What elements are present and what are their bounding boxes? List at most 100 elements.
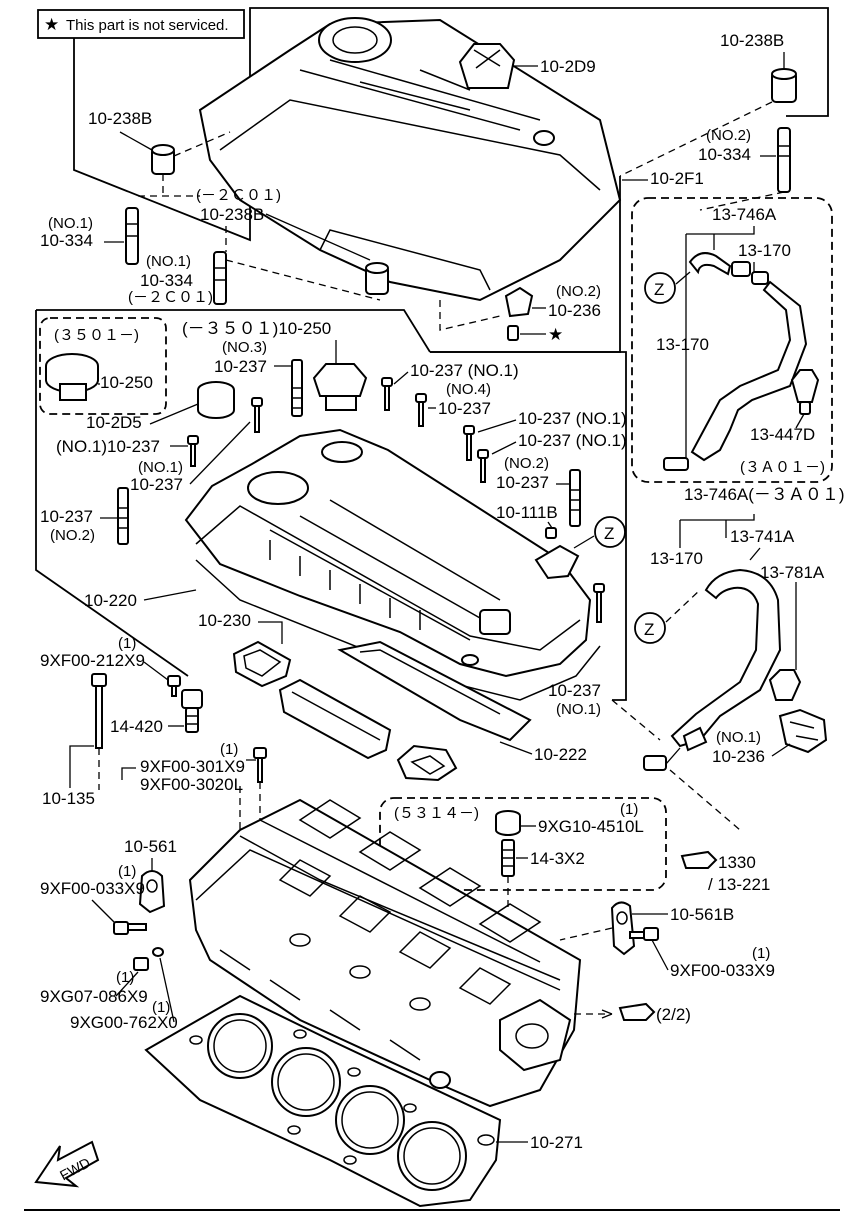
label-14-420: 14-420	[110, 717, 163, 736]
bolt-no1-a	[381, 377, 393, 411]
label-13-447D: 13-447D	[750, 425, 815, 444]
bolt-10-135	[91, 673, 107, 749]
gasket-10-230	[232, 640, 458, 782]
grommet-tr	[771, 68, 797, 103]
label-10-111B: 10-111B	[496, 503, 558, 522]
oil-cap-cover	[458, 43, 516, 89]
label-13-170-b: 13-170	[656, 335, 709, 354]
bolt-r-f	[593, 583, 605, 623]
label-14-3X2: 14-3X2	[530, 849, 585, 868]
label-10-238B-l: 10-238B	[88, 109, 152, 128]
engine-cover	[198, 17, 622, 302]
label-2c01-b: (－２Ｃ０１)	[128, 289, 213, 306]
label-10-2D5: 10-2D5	[86, 413, 142, 432]
grommet-l	[151, 144, 175, 175]
label-13-221: / 13-221	[708, 875, 770, 894]
label-10-237-f: 10-237	[548, 681, 601, 700]
note-box	[37, 9, 245, 39]
stud-m	[213, 251, 227, 305]
label-no2-a: (NO.2)	[706, 127, 751, 144]
label-10-237-b: 10-237	[438, 399, 491, 418]
ref-hand-1330[interactable]: 1330	[680, 850, 756, 872]
label-9XF00-301X9: 9XF00-301X9	[140, 757, 245, 776]
label-1-e: (1)	[752, 945, 770, 962]
label-10-238B-m: 10-238B	[200, 205, 264, 224]
label-10-237-e: 10-237	[40, 507, 93, 526]
label-10-250-box: 10-250	[100, 373, 153, 392]
label-star-2: ★	[548, 325, 563, 344]
label-no1-e: (NO.1)	[716, 729, 761, 746]
label-no1-c: (NO.1)	[138, 459, 183, 476]
label-no1-10-237: (NO.1)10-237	[56, 437, 160, 456]
label-1-d: (1)	[118, 863, 136, 880]
label-10-237-no1-b: 10-237 (NO.1)	[518, 409, 627, 428]
clip-13-781A	[768, 669, 802, 701]
label-no1-a: (NO.1)	[48, 215, 93, 232]
bracket-10-236	[778, 708, 828, 754]
label-m3501-10-250: (－３５０１)10-250	[182, 319, 331, 338]
hose-fitting-3a01	[663, 457, 689, 471]
label-10-237-no1-c: 10-237 (NO.1)	[518, 431, 627, 450]
bolt-l-a	[251, 397, 263, 433]
ref-z-1	[594, 516, 626, 548]
label-3a01-box: (３Ａ０１－)	[740, 459, 825, 476]
label-9XF00-212X9: 9XF00-212X9	[40, 651, 145, 670]
label-10-230: 10-230	[198, 611, 251, 630]
label-10-236-top: 10-236	[548, 301, 601, 320]
label-10-561B: 10-561B	[670, 905, 734, 924]
bolt-9XF00-212X9	[167, 675, 181, 697]
label-10-238B-tr: 10-238B	[720, 31, 784, 50]
label-1-a: (1)	[118, 635, 136, 652]
label-10-271: 10-271	[530, 1133, 583, 1152]
washer-9XG00-762X0	[152, 947, 164, 957]
label-no2-c: (NO.2)	[504, 455, 549, 472]
ref-z-2	[644, 272, 676, 304]
plug-9XG07-086X9	[133, 957, 149, 971]
engine-hanger-10-561B	[610, 901, 636, 956]
plug-10-111B	[545, 527, 557, 539]
label-13-746A-b: 13-746A(－３Ａ０１)	[684, 485, 845, 504]
label-13-746A-a: 13-746A	[712, 205, 777, 224]
label-9XG10-4510L: 9XG10-4510L	[538, 817, 644, 836]
label-10-2D9: 10-2D9	[540, 57, 596, 76]
label-10-237-no1-a: 10-237 (NO.1)	[410, 361, 519, 380]
bolt-no2-l	[117, 487, 129, 545]
label-10-135: 10-135	[42, 789, 95, 808]
box-3501	[39, 317, 167, 415]
label-10-236-b: 10-236	[712, 747, 765, 766]
label-9XF00-033X9-l: 9XF00-033X9	[40, 879, 145, 898]
bolt-no2-r	[569, 469, 581, 527]
label-2-2: (2/2)	[656, 1005, 691, 1024]
head-cover-frame	[35, 309, 627, 701]
label-no2-b: (NO.2)	[556, 283, 601, 300]
label-10-334-l: 10-334	[40, 231, 93, 250]
bolt-9XF00-033X9-l	[113, 921, 147, 935]
label-10-561: 10-561	[124, 837, 177, 856]
gasket-10-220	[195, 559, 601, 701]
bolt-9XF00-033X9-r	[629, 927, 659, 941]
ref-hand-2-2[interactable]: (2/2)	[618, 1002, 691, 1024]
label-13-170-c: 13-170	[650, 549, 703, 568]
label-10-237-d: 10-237	[496, 473, 549, 492]
box-5314	[379, 797, 667, 891]
label-9XG07-086X9: 9XG07-086X9	[40, 987, 148, 1006]
label-no1-b: (NO.1)	[146, 253, 191, 270]
stud-tr	[777, 127, 791, 193]
label-9XF00-3020L: 9XF00-3020L	[140, 775, 243, 794]
label-z3: Z	[644, 620, 654, 639]
label-13-741A: 13-741A	[730, 527, 795, 546]
hose-13-741A	[670, 568, 782, 752]
bolt-no1-b	[187, 435, 199, 467]
bolt-no4	[415, 393, 427, 427]
clip-10-236-top	[504, 286, 534, 341]
label-10-237-a: 10-237	[214, 357, 267, 376]
engine-hanger-10-561	[138, 870, 166, 914]
label-1-g: (1)	[152, 999, 170, 1016]
label-1-c: (1)	[620, 801, 638, 818]
bolt-no1-d	[477, 449, 489, 483]
bolt-no3	[291, 359, 303, 417]
label-13-781A: 13-781A	[760, 563, 825, 582]
label-2c01-a: (－２Ｃ０１)	[196, 187, 281, 204]
bolt-9XF00-301X9	[253, 747, 267, 783]
